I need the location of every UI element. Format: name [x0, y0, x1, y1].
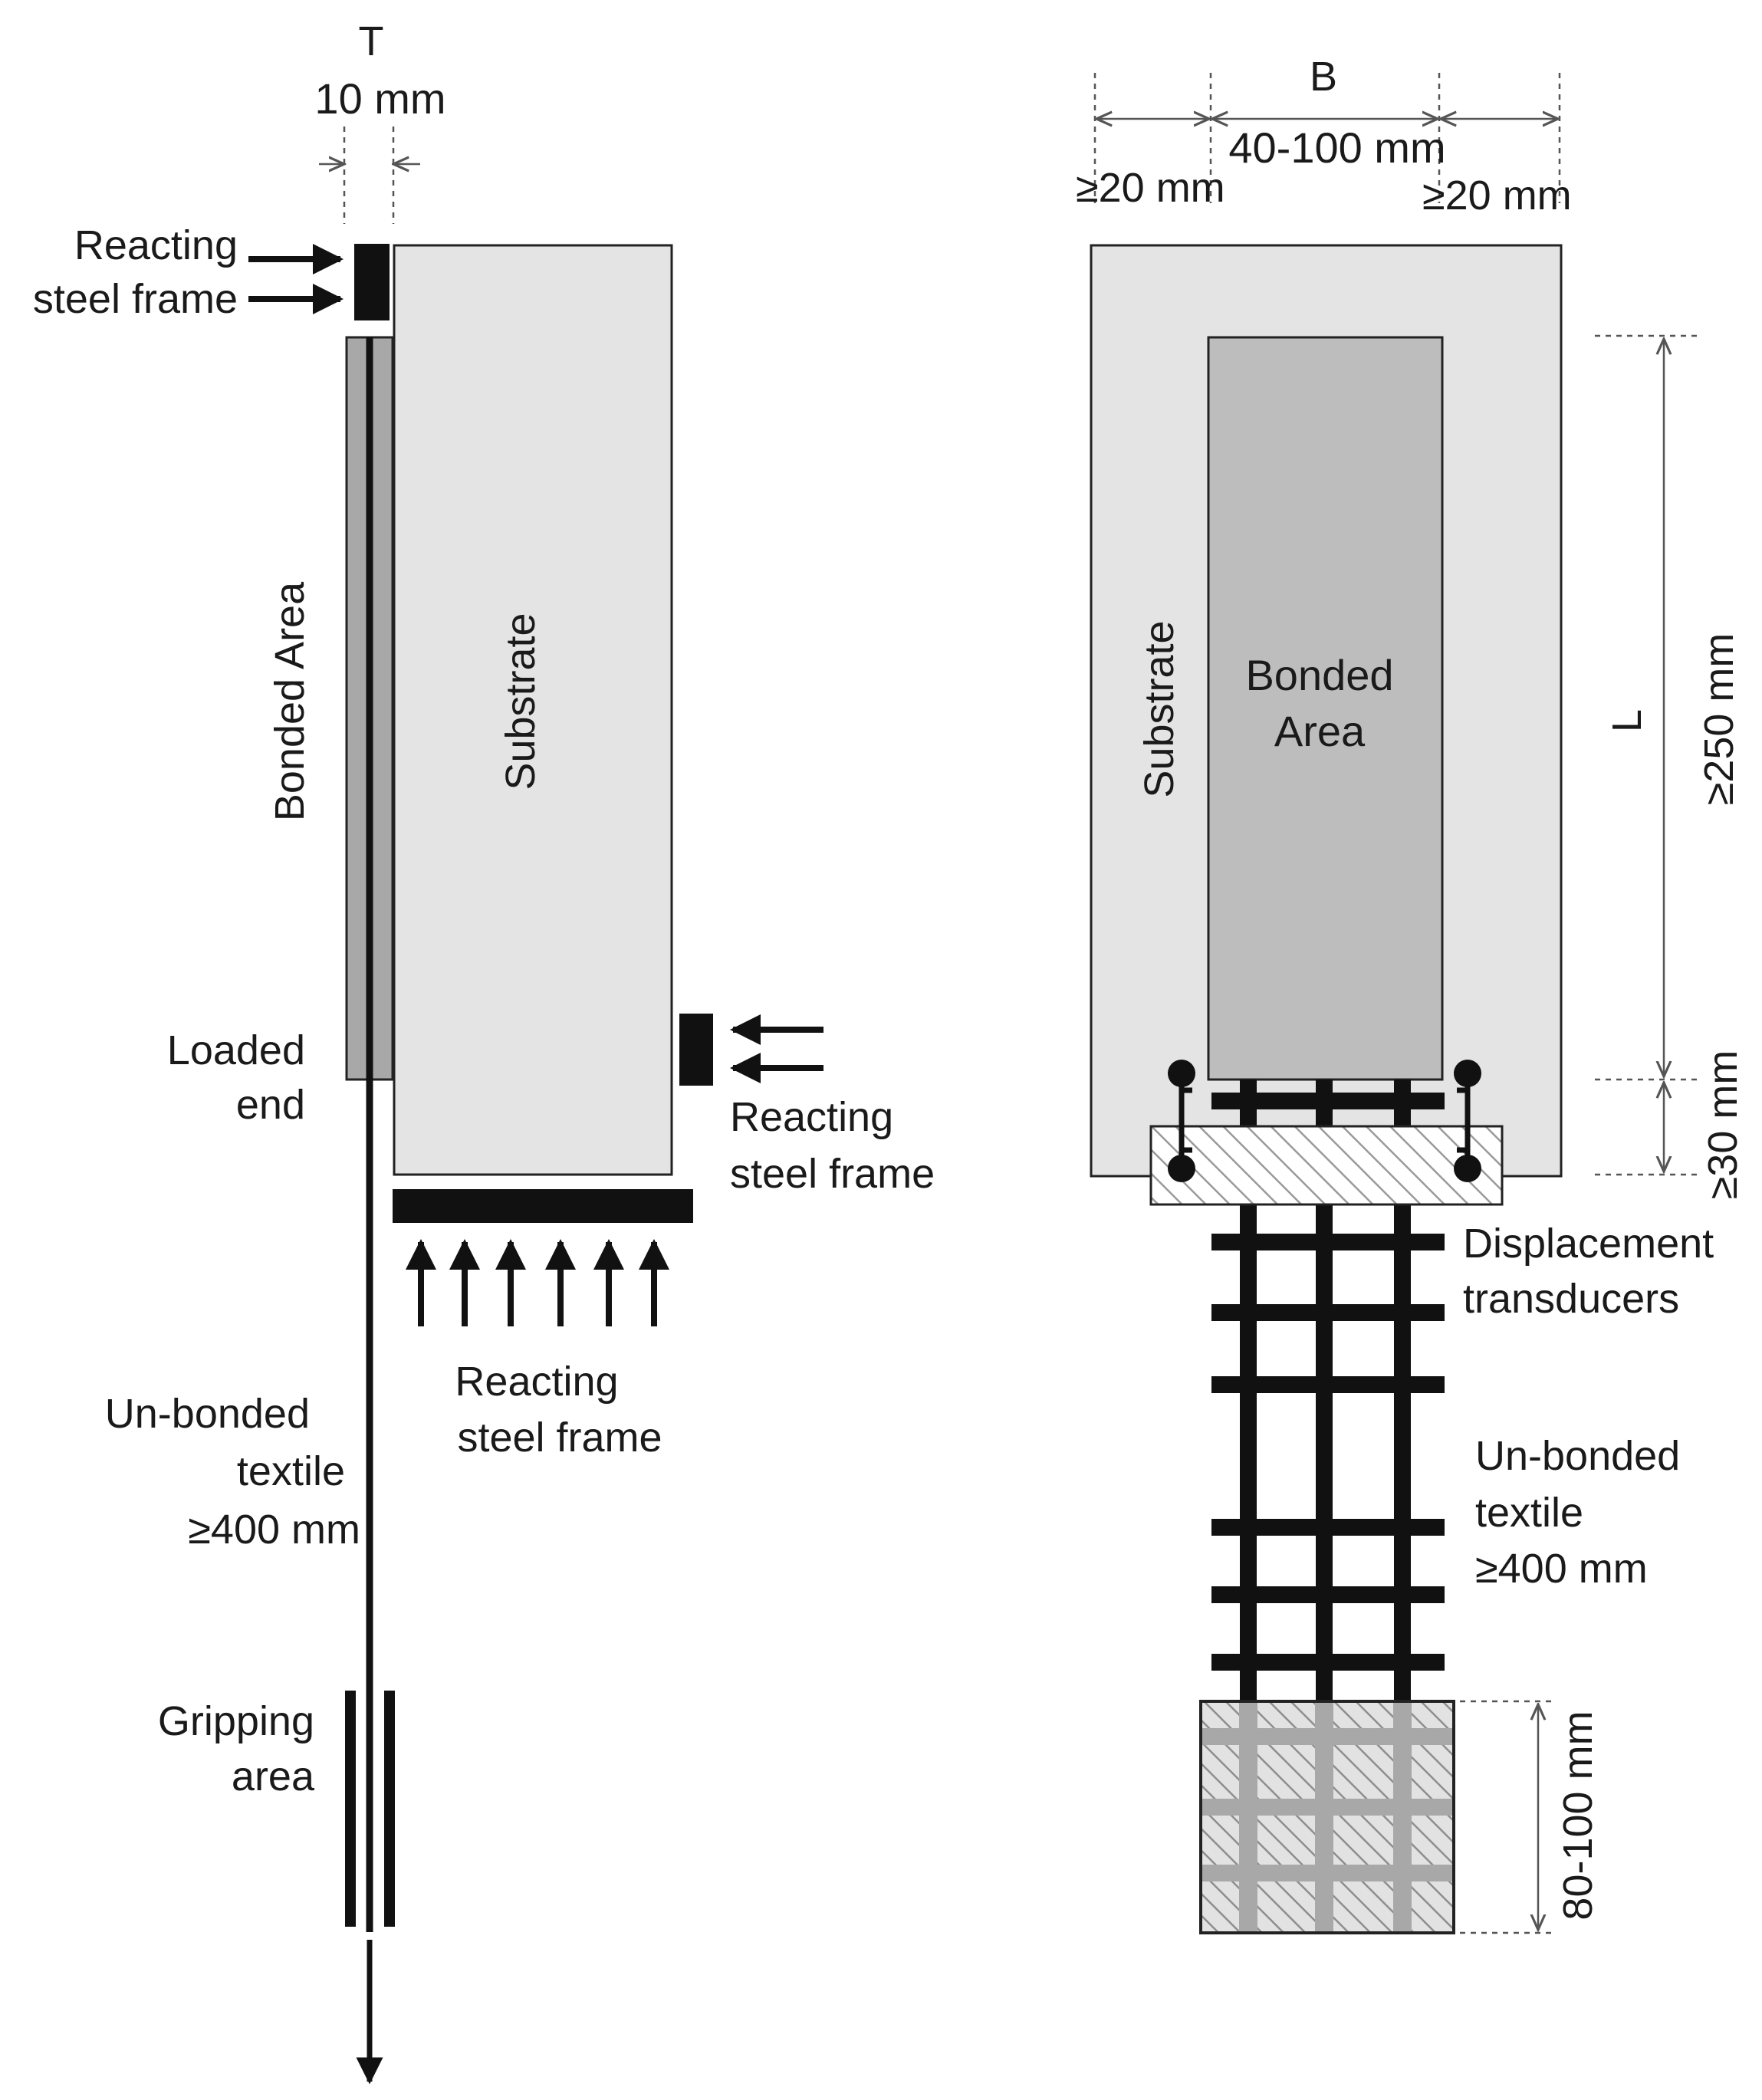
side-reacting-frame [679, 1014, 713, 1086]
gripping-line2: area [232, 1753, 315, 1799]
front-substrate-label: Substrate [1136, 620, 1182, 797]
side-bonded-area-label: Bonded Area [267, 581, 313, 821]
bottom-reacting-frame [393, 1189, 693, 1223]
side-view: T 10 mm Reacting steel frame Substrate B… [33, 18, 935, 2085]
front-unbonded-line2: textile [1475, 1490, 1583, 1536]
side-frame-label-line1: Reacting [730, 1094, 893, 1140]
side-substrate-label: Substrate [498, 613, 544, 790]
grip-plate-left [345, 1691, 356, 1927]
side-frame-label-line2: steel frame [730, 1151, 935, 1197]
top-reacting-frame [354, 244, 390, 320]
offset-value: ≥30 mm [1700, 1050, 1746, 1200]
transducer-plate [1149, 1125, 1504, 1206]
grip-length-value: 80-100 mm [1555, 1711, 1601, 1920]
front-bonded-line1: Bonded [1245, 651, 1393, 699]
gripping-line1: Gripping [158, 1698, 314, 1744]
front-view: B 40-100 mm ≥20 mm ≥20 mm Substrate Bond… [1076, 54, 1746, 1934]
left-margin: ≥20 mm [1076, 165, 1225, 211]
side-unbonded-line1: Un-bonded [105, 1391, 310, 1437]
front-bonded-line2: Area [1274, 707, 1366, 755]
loaded-end-line2: end [236, 1082, 305, 1128]
loaded-end-line1: Loaded [167, 1027, 305, 1073]
grip-plate-right [384, 1691, 395, 1927]
front-unbonded-line1: Un-bonded [1475, 1433, 1680, 1479]
thickness-value: 10 mm [314, 74, 445, 123]
bottom-frame-label-line2: steel frame [457, 1415, 662, 1461]
width-symbol: B [1310, 54, 1337, 100]
displacement-transducer-right [1454, 1060, 1481, 1182]
front-bonded-area [1207, 336, 1444, 1081]
thickness-symbol: T [359, 18, 384, 64]
front-unbonded-line3: ≥400 mm [1475, 1546, 1648, 1592]
top-frame-label-line1: Reacting [74, 222, 238, 268]
side-substrate [393, 244, 673, 1176]
front-grip-block [1199, 1700, 1455, 1934]
side-unbonded-line2: textile [237, 1448, 345, 1494]
side-unbonded-line3: ≥400 mm [188, 1507, 360, 1553]
transducers-line1: Displacement [1463, 1221, 1714, 1267]
right-margin: ≥20 mm [1422, 173, 1572, 219]
length-value: ≥250 mm [1696, 633, 1742, 806]
length-symbol: L [1604, 709, 1650, 732]
transducers-line2: transducers [1463, 1276, 1679, 1322]
bottom-frame-arrows [406, 1239, 669, 1326]
bottom-frame-label-line1: Reacting [455, 1359, 618, 1405]
width-value: 40-100 mm [1228, 123, 1445, 172]
displacement-transducer-left [1168, 1060, 1195, 1182]
top-frame-label-line2: steel frame [33, 276, 238, 322]
